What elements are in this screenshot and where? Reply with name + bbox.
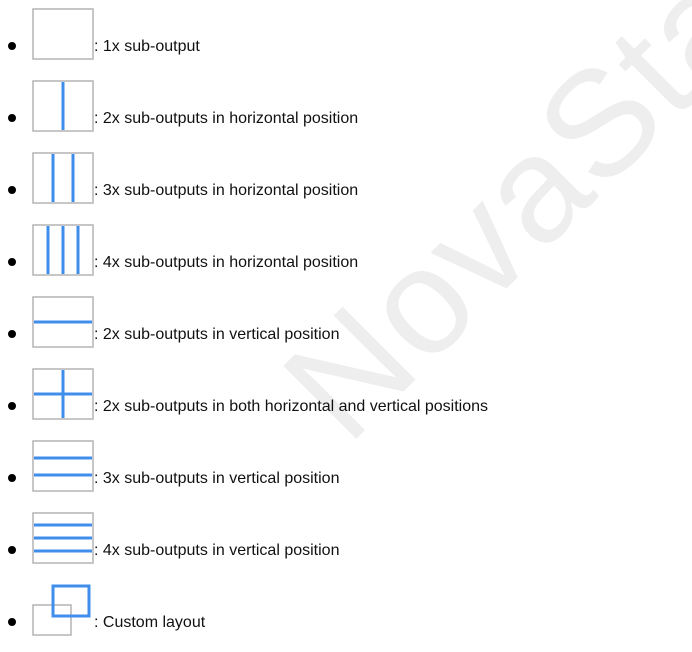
bullet: [8, 186, 16, 194]
four-vertical-layout-icon: [32, 512, 94, 564]
three-vertical-layout-icon: [32, 440, 94, 492]
list-item: : 2x sub-outputs in horizontal position: [0, 72, 692, 132]
two-vertical-layout-icon: [32, 296, 94, 348]
grid-2x2-layout-icon: [32, 368, 94, 420]
list-item: : 2x sub-outputs in vertical position: [0, 288, 692, 348]
bullet: [8, 402, 16, 410]
list-item-label: : 2x sub-outputs in vertical position: [94, 326, 340, 343]
list-item: : 3x sub-outputs in horizontal position: [0, 144, 692, 204]
list-item: : Custom layout: [0, 576, 692, 636]
bullet: [8, 546, 16, 554]
single-layout-icon: [32, 8, 94, 60]
bullet: [8, 330, 16, 338]
bullet: [8, 42, 16, 50]
four-horizontal-layout-icon: [32, 224, 94, 276]
three-horizontal-layout-icon: [32, 152, 94, 204]
custom-layout-icon: [32, 584, 91, 636]
list-item-label: : 4x sub-outputs in vertical position: [94, 542, 340, 559]
list-item: : 2x sub-outputs in both horizontal and …: [0, 360, 692, 420]
list-item: : 3x sub-outputs in vertical position: [0, 432, 692, 492]
list-item: : 4x sub-outputs in horizontal position: [0, 216, 692, 276]
bullet: [8, 474, 16, 482]
bullet: [8, 618, 16, 626]
list-item-label: : 1x sub-output: [94, 38, 200, 55]
list-item-label: : 4x sub-outputs in horizontal position: [94, 254, 359, 271]
list-item-label: : 3x sub-outputs in vertical position: [94, 470, 340, 487]
list-item: : 1x sub-output: [0, 0, 692, 60]
list-item-label: : 3x sub-outputs in horizontal position: [94, 182, 359, 199]
bullet: [8, 114, 16, 122]
list-item-label: : 2x sub-outputs in horizontal position: [94, 110, 359, 127]
list-item-label: : Custom layout: [94, 614, 206, 631]
bullet: [8, 258, 16, 266]
list-item: : 4x sub-outputs in vertical position: [0, 504, 692, 564]
two-horizontal-layout-icon: [32, 80, 94, 132]
list-item-label: : 2x sub-outputs in both horizontal and …: [94, 398, 489, 415]
